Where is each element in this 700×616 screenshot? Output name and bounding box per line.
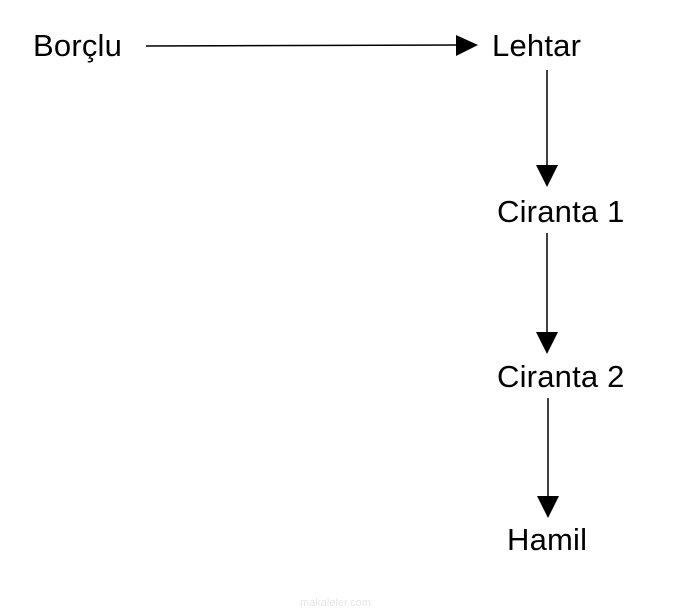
node-ciranta-2: Ciranta 2 (497, 359, 625, 394)
node-borclu: Borçlu (33, 28, 123, 63)
arrow-ciranta1-to-ciranta2 (536, 233, 558, 354)
node-lehtar: Lehtar (492, 28, 582, 63)
arrow-ciranta2-to-hamil (537, 398, 559, 518)
arrow-lehtar-to-ciranta1 (536, 70, 558, 187)
node-ciranta-1: Ciranta 1 (497, 194, 625, 229)
arrow-borclu-to-lehtar (145, 35, 478, 56)
watermark: makaleler.com (300, 597, 371, 609)
node-hamil: Hamil (507, 522, 588, 557)
